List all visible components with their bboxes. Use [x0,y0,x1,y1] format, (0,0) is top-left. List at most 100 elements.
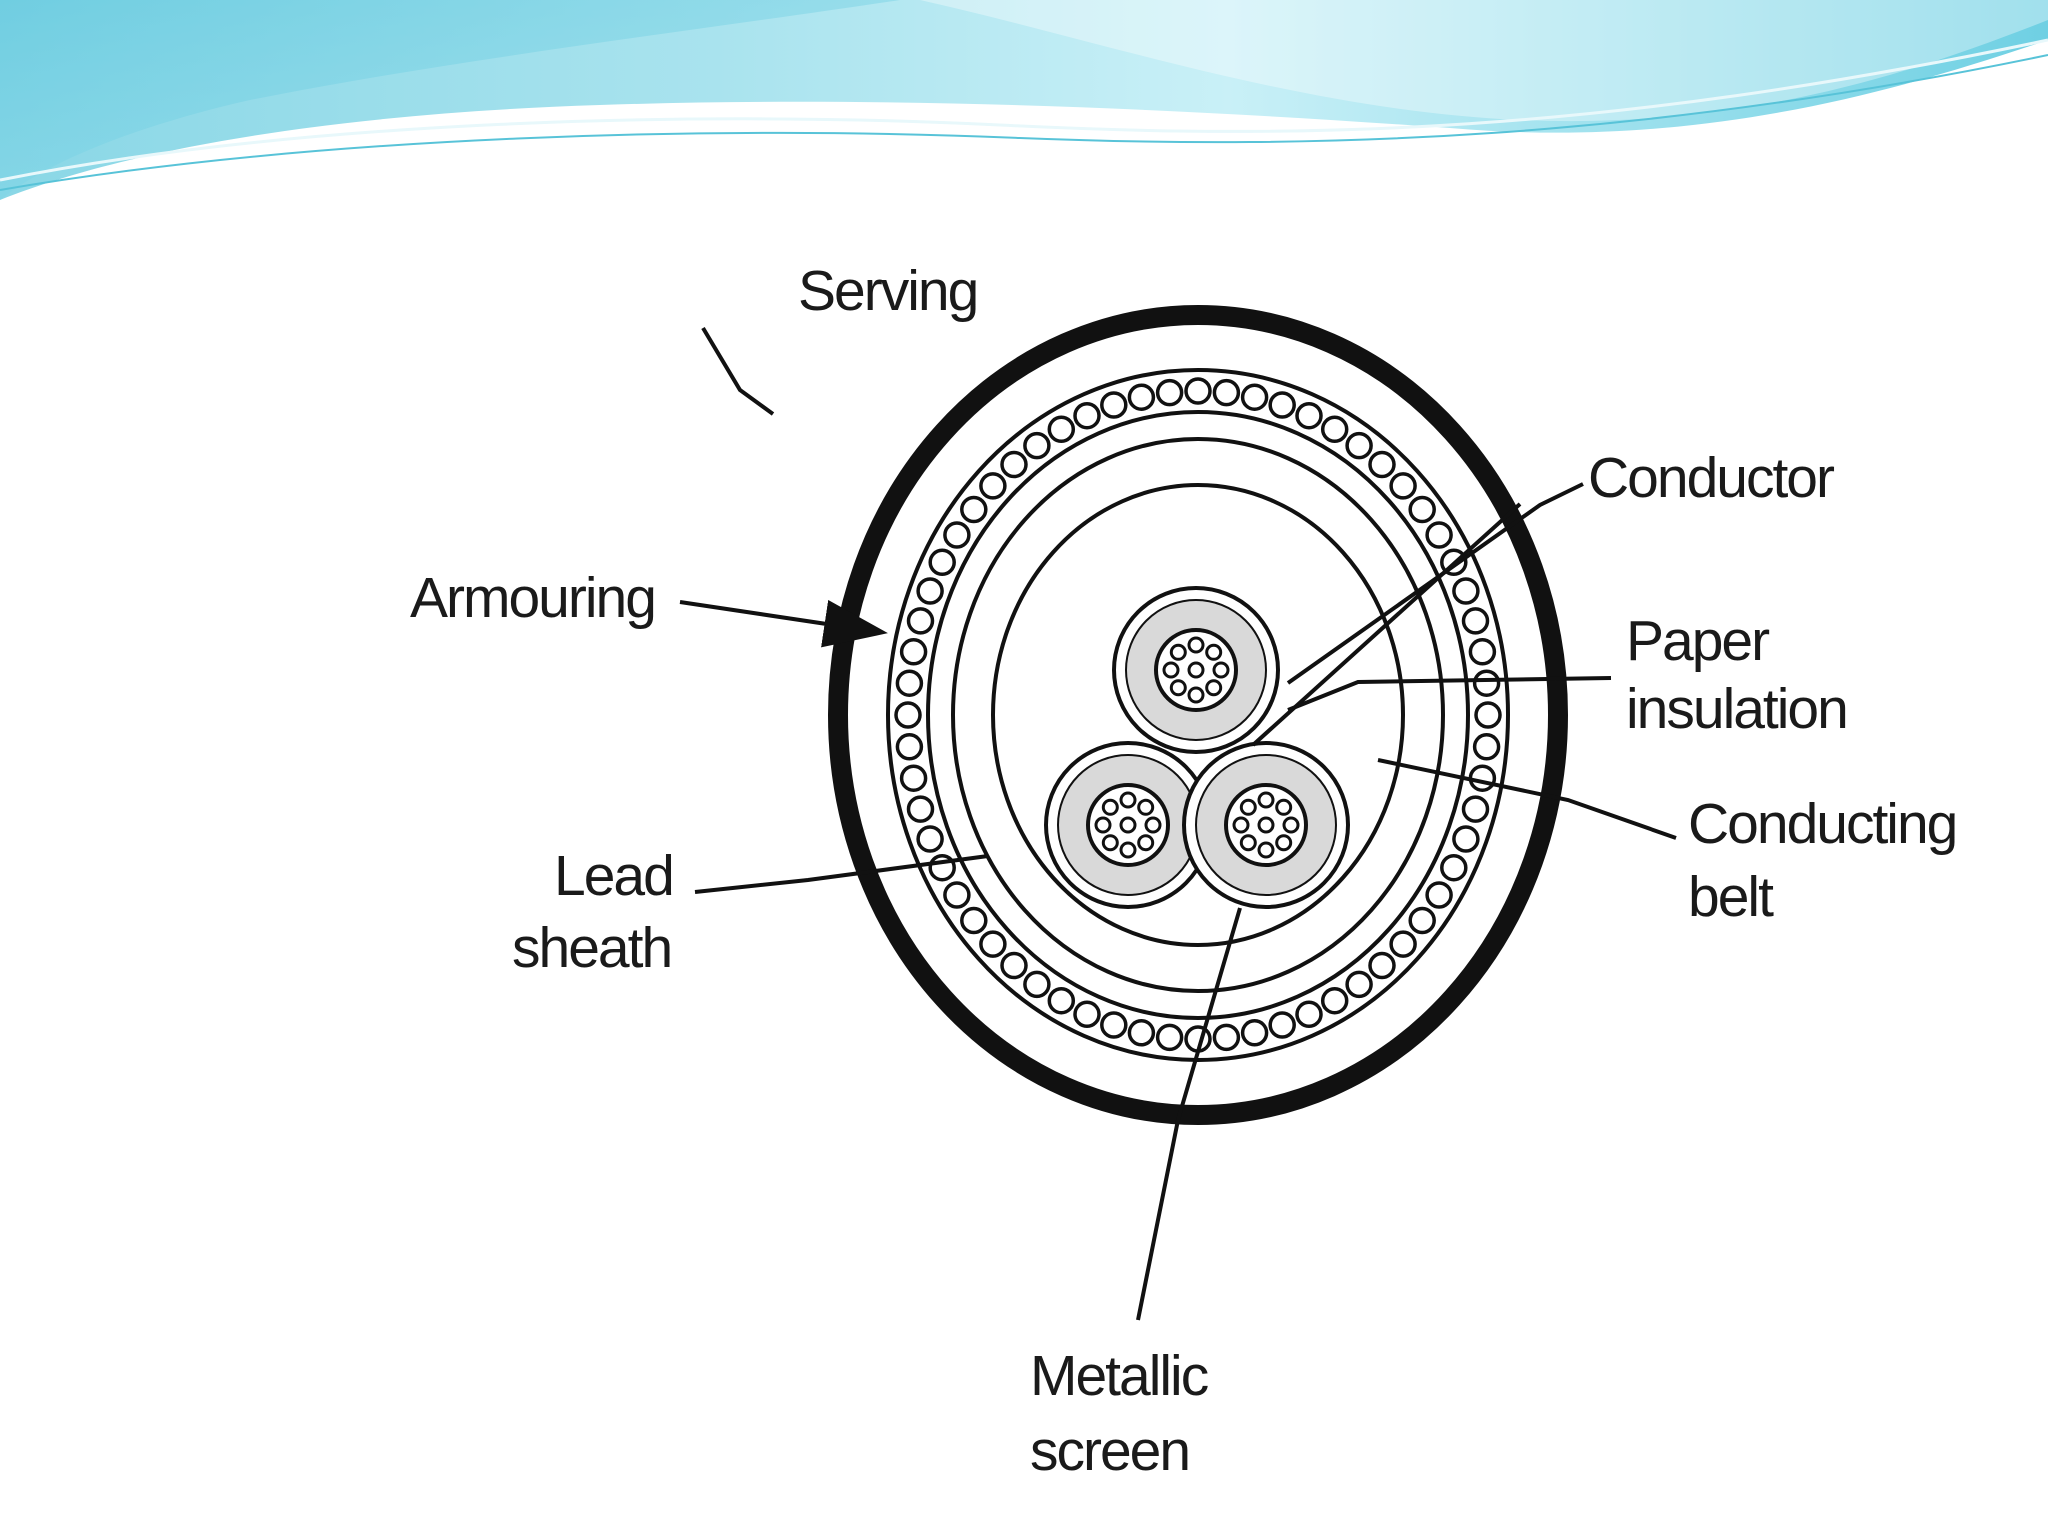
conductor-strand [1119,791,1137,809]
conductor-strand [1094,816,1112,834]
armour-wire [1023,970,1051,999]
leader-paper-insulation [1287,676,1612,712]
armour-wire [1184,377,1212,405]
armour-wire [1212,1023,1241,1052]
label-serving: Serving [798,259,977,323]
armour-wire [1073,1000,1101,1029]
armour-wire [1240,383,1269,411]
armour-wire [1100,1011,1128,1039]
armour-wire [1047,415,1076,444]
armour-wire [1000,450,1028,479]
conductor-strand [1205,643,1223,661]
conducting-belt-ring [991,483,1405,947]
armour-wire [1240,1019,1269,1047]
armour-wire [1073,401,1101,430]
conductor-strand [1239,798,1257,816]
armour-wire [1440,853,1468,882]
armour-wire [1425,521,1453,549]
armour-wire [1155,378,1184,407]
armouring-inner-edge [926,410,1470,1020]
conductor-strand [1275,798,1293,816]
armour-wire [1100,391,1128,419]
armour-wire [960,495,988,524]
armour-wire [1023,431,1051,460]
label-lead-sheath-2: sheath [512,916,671,980]
conductor-strand [1275,834,1293,852]
leader-conducting-belt [1377,758,1677,840]
conductor [1154,628,1238,712]
armour-wire [1472,733,1501,761]
conductor-strand [1169,643,1187,661]
diagram-panel: Serving Conductor Armouring Paper insula… [358,170,2048,1536]
label-conducting-belt-2: belt [1688,865,1774,929]
conductor [1086,783,1170,867]
serving-ring [828,305,1568,1125]
armour-wire [1408,495,1436,524]
label-metallic-screen-2: screen [1030,1419,1189,1483]
armour-wire [1320,986,1349,1015]
conductor-strand [1144,816,1162,834]
armour-wire [1389,472,1417,500]
armour-wire [1212,378,1241,407]
armour-wire [1345,431,1373,460]
armour-wire [943,521,971,549]
conductor-strand [1187,686,1205,704]
conductor-strand [1101,834,1119,852]
armouring-outer-edge [886,368,1510,1062]
armour-wire [960,906,988,935]
armour-wire [1127,383,1156,411]
leader-metallic-screen [1136,907,1242,1321]
leader-lead-sheath [694,854,989,894]
armour-wire [906,607,935,635]
label-paper-insulation-1: Paper [1626,609,1770,673]
armour-wire [1368,450,1396,479]
armour-wire [1268,391,1296,419]
armour-wire [1368,951,1396,980]
conductor-strand [1212,661,1230,679]
armour-wire [1425,881,1453,909]
armour-wire [943,881,971,909]
cable-cross-section-diagram: Serving Conductor Armouring Paper insula… [410,259,1958,1483]
armour-wire [1345,970,1373,999]
armour-wire [1461,795,1490,823]
conductor-strand [1205,679,1223,697]
armour-wire [906,795,935,823]
conductor-strand [1169,679,1187,697]
conductor-strand [1232,816,1250,834]
armour-wire [1474,701,1502,729]
leader-armouring [679,599,888,648]
armour-wire [899,764,928,792]
armour-wire [894,701,922,729]
conductor-strand [1137,834,1155,852]
armour-wire [1000,951,1028,980]
conductor-strand [1119,841,1137,859]
slide-header-wave [0,0,2048,200]
armour-wire [916,825,944,853]
conductor-strand [1187,636,1205,654]
conductor-strand [1119,816,1137,834]
armour-wire [979,472,1007,500]
conductor-strand [1282,816,1300,834]
label-conducting-belt-1: Conducting [1688,792,1956,856]
leader-serving [701,326,775,416]
cable-cross-section-icon [828,305,1568,1125]
label-lead-sheath-1: Lead [554,844,673,908]
label-metallic-screen-1: Metallic [1030,1344,1208,1408]
armour-wire [1295,1000,1323,1029]
armour-wire [1452,825,1480,853]
conductor-strand [1257,791,1275,809]
armour-wire [1472,669,1501,697]
conductor-strand [1257,816,1275,834]
armour-wire [1268,1011,1296,1039]
armour-wire [1389,930,1417,958]
armour-wire [1452,577,1480,605]
armour-wire [1320,415,1349,444]
armour-wire [1047,986,1076,1015]
label-conductor: Conductor [1588,446,1835,510]
leader-conductor [1286,482,1584,685]
armour-wire [895,733,924,761]
armour-wire [979,930,1007,958]
armour-wire [1295,401,1323,430]
label-armouring: Armouring [410,566,655,630]
armour-wire [1127,1019,1156,1047]
